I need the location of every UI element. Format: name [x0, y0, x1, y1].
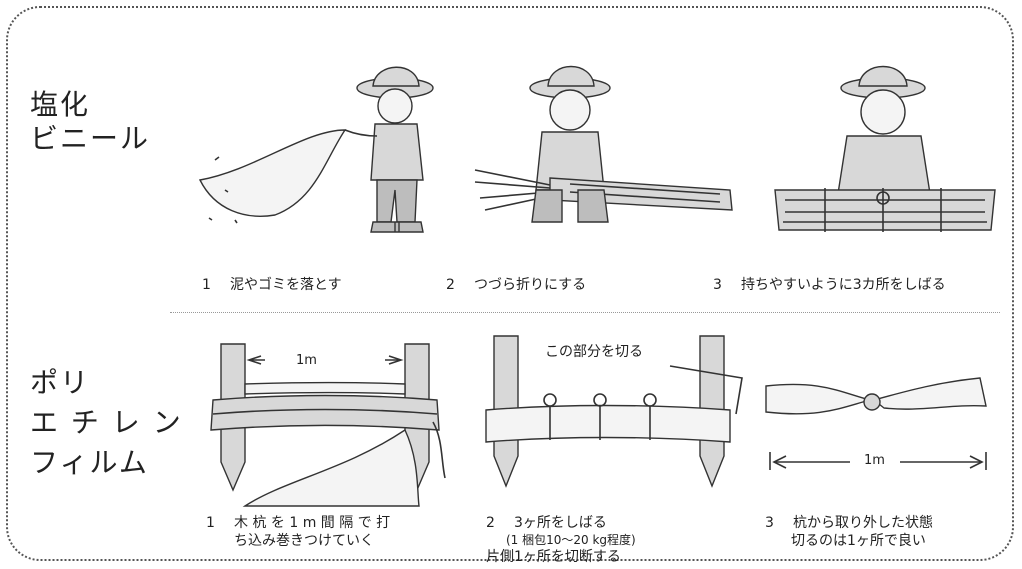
step-number: 3 [713, 277, 722, 293]
step-caption-line: (1 梱包10～20 kg程度) [506, 533, 636, 547]
step-number: 3 [765, 515, 774, 531]
illustration-stakes-wrapping [210, 343, 446, 507]
step-text: 木 杭 を 1 m 間 隔 で 打 [234, 515, 391, 531]
step-caption: 1 木 杭 を 1 m 間 隔 で 打 [206, 514, 390, 532]
step-caption: 3 杭から取り外した状態 [765, 514, 933, 532]
illustration-tying-bundle [774, 65, 996, 232]
section-label-polyethylene: ポリ エ チ レ ン フィルム [30, 366, 183, 480]
step-number: 2 [446, 277, 455, 293]
label-line: 塩化 [30, 88, 91, 121]
step-caption-line: 片側1ヶ所を切断する [486, 549, 621, 565]
step-caption: 2 つづら折りにする [446, 276, 586, 294]
step-caption-line: 切るのは1ヶ所で良い [791, 533, 926, 549]
section-divider [170, 312, 1000, 313]
cut-here-label: この部分を切る [545, 344, 643, 360]
illustration-removed-bundle [765, 377, 987, 470]
label-line: ビニール [30, 122, 151, 155]
rounded-frame [6, 6, 1014, 561]
illustration-three-ties [485, 335, 743, 488]
illustration-shaking-film [198, 66, 434, 233]
step-caption: 3 持ちやすいように3カ所をしばる [713, 276, 946, 294]
step-text: つづら折りにする [474, 277, 587, 293]
label-line: フィルム [30, 446, 149, 479]
step-caption: 2 3ヶ所をしばる [486, 514, 607, 532]
step-number: 2 [486, 515, 495, 531]
step-caption-line: ち込み巻きつけていく [234, 533, 374, 549]
step-number: 1 [202, 277, 211, 293]
distance-label: 1m [864, 453, 885, 468]
label-line: ポリ [30, 366, 91, 399]
step-text: 3ヶ所をしばる [514, 515, 607, 531]
step-text: 杭から取り外した状態 [793, 515, 933, 531]
step-text: 泥やゴミを落とす [230, 277, 342, 293]
label-line: エ チ レ ン [30, 406, 183, 439]
illustration-folding-film [474, 65, 733, 223]
distance-label: 1m [296, 353, 317, 368]
section-label-pvc: 塩化 ビニール [30, 88, 150, 156]
step-text: 持ちやすいように3カ所をしばる [741, 277, 946, 293]
step-caption: 1 泥やゴミを落とす [202, 276, 342, 294]
step-number: 1 [206, 515, 215, 531]
